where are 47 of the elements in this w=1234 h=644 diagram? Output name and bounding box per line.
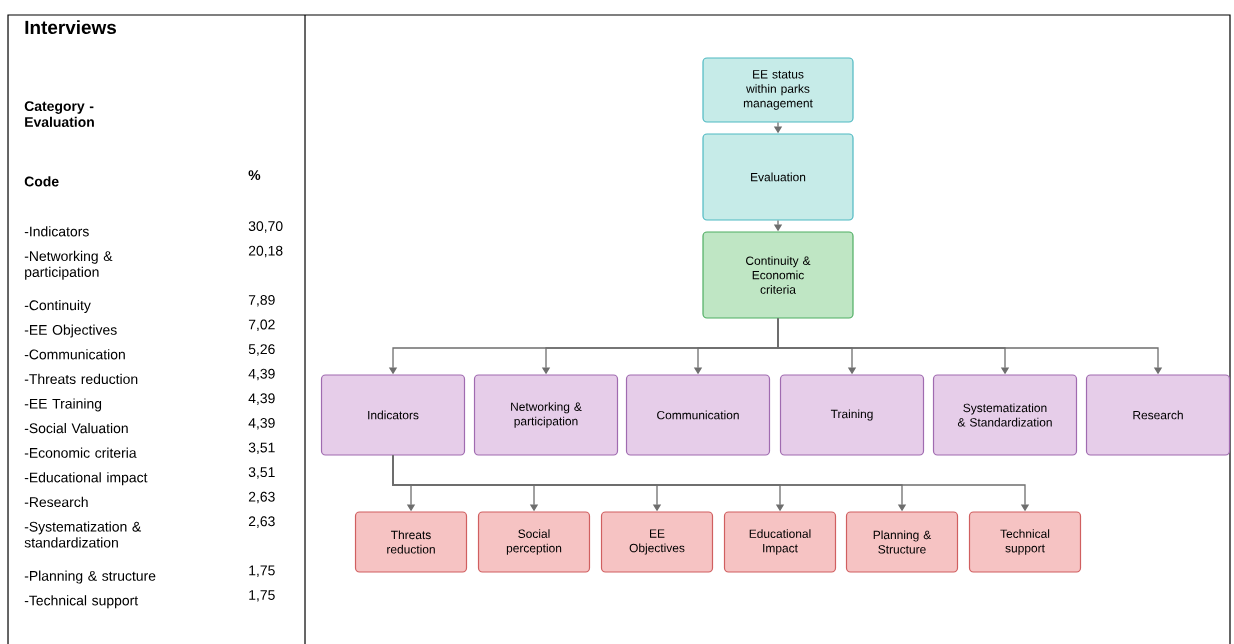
- subcategory-box: Planning & Structure: [845, 511, 959, 573]
- subcategory-box: Social perception: [477, 511, 591, 573]
- process-box: EE status within parks management: [702, 57, 854, 123]
- percentage-value: 30,70: [248, 221, 283, 233]
- code-name: -Technical support: [24, 595, 139, 609]
- code-name: -Threats reduction: [24, 373, 138, 385]
- code-name: -Networking & participation: [24, 250, 113, 280]
- code-name: -Social Valuation: [24, 423, 128, 434]
- percentage-value: 4,39: [248, 368, 275, 381]
- category-box: Networking & participation: [473, 374, 619, 456]
- subcategory-box: Educational Impact: [723, 511, 837, 573]
- percentage-value: 3,51: [248, 442, 275, 455]
- column-heading: %: [248, 170, 261, 180]
- percentage-value: 7,02: [248, 319, 275, 332]
- process-box: Evaluation: [702, 133, 854, 221]
- percentage-value: 7,89: [248, 295, 275, 307]
- category-heading: Category - Evaluation: [24, 101, 94, 127]
- code-name: -EE Objectives: [24, 324, 117, 338]
- category-box: Communication: [625, 374, 771, 456]
- percentage-value: 5,26: [248, 344, 275, 356]
- percentage-value: 20,18: [248, 245, 283, 258]
- category-box: Indicators: [320, 374, 466, 456]
- table-title: Interviews: [25, 20, 116, 35]
- subcategory-box: Technical support: [968, 511, 1082, 573]
- percentage-value: 2,63: [248, 516, 275, 528]
- percentage-value: 3,51: [248, 467, 275, 479]
- process-box: Continuity & Economic criteria: [702, 231, 854, 319]
- subcategory-box: EE Objectives: [600, 511, 714, 573]
- code-name: -Economic criteria: [24, 447, 137, 458]
- percentage-value: 1,75: [249, 590, 275, 602]
- code-name: -Indicators: [24, 226, 89, 237]
- category-box: Training: [779, 374, 925, 456]
- column-heading: Code: [24, 176, 59, 187]
- code-name: -Systematization & standardization: [24, 521, 142, 548]
- category-box: Systematization & Standardization: [932, 374, 1078, 456]
- subcategory-box: Threats reduction: [354, 511, 468, 573]
- percentage-value: 2,63: [248, 491, 275, 504]
- category-box: Research: [1085, 374, 1231, 456]
- code-name: -Planning & structure: [24, 570, 156, 584]
- code-name: -EE Training: [24, 398, 102, 412]
- percentage-value: 4,39: [248, 393, 275, 405]
- code-name: -Continuity: [24, 300, 91, 313]
- code-name: -Research: [24, 496, 88, 508]
- percentage-value: 1,75: [249, 565, 275, 577]
- percentage-value: 4,39: [248, 417, 275, 430]
- code-name: -Communication: [24, 349, 125, 360]
- code-name: -Educational impact: [24, 472, 148, 486]
